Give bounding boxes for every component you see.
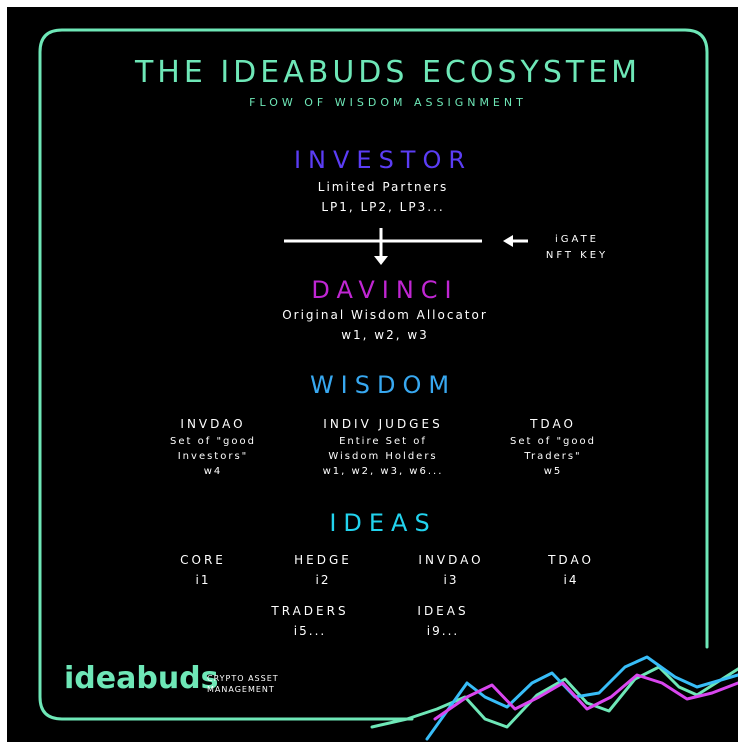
wisdom-column-line: w1, w2, w3, w6... bbox=[322, 466, 444, 477]
investor-line1: Limited Partners bbox=[317, 180, 449, 194]
idea-code: i4 bbox=[563, 573, 579, 587]
wisdom-column-title: INVDAO bbox=[180, 417, 246, 431]
ideas-heading: IDEAS bbox=[329, 509, 437, 537]
idea-code: i5... bbox=[293, 624, 327, 638]
idea-code: i2 bbox=[315, 573, 331, 587]
idea-title: TRADERS bbox=[271, 604, 349, 618]
investor-line2: LP1, LP2, LP3... bbox=[321, 200, 445, 214]
logo-tagline-line2: MANAGEMENT bbox=[207, 685, 275, 694]
wisdom-column-line: Wisdom Holders bbox=[328, 451, 438, 462]
poster-title: THE IDEABUDS ECOSYSTEM bbox=[134, 55, 642, 90]
igate-line2: NFT KEY bbox=[545, 250, 609, 261]
wisdom-column-line: Entire Set of bbox=[339, 436, 427, 447]
idea-code: i1 bbox=[195, 573, 211, 587]
idea-title: INVDAO bbox=[418, 553, 484, 567]
igate-line1: iGATE bbox=[554, 234, 600, 245]
wisdom-column-line: w5 bbox=[543, 466, 563, 477]
davinci-line2: w1, w2, w3 bbox=[341, 328, 429, 342]
wisdom-column-line: Set of "good bbox=[510, 436, 596, 447]
igate-arrow-head bbox=[503, 235, 513, 247]
wisdom-column-line: w4 bbox=[203, 466, 223, 477]
logo-tagline-line1: CRYPTO ASSET bbox=[207, 674, 279, 683]
idea-title: IDEAS bbox=[417, 604, 469, 618]
idea-code: i3 bbox=[443, 573, 459, 587]
idea-title: HEDGE bbox=[294, 553, 352, 567]
poster-subtitle: FLOW OF WISDOM ASSIGNMENT bbox=[249, 96, 527, 109]
wisdom-column-line: Investors" bbox=[177, 451, 249, 462]
frame-border bbox=[38, 28, 709, 721]
wisdom-column-line: Traders" bbox=[524, 451, 582, 462]
davinci-line1: Original Wisdom Allocator bbox=[282, 308, 488, 322]
wisdom-column-title: TDAO bbox=[530, 417, 576, 431]
wave-green bbox=[370, 665, 738, 729]
investor-heading: INVESTOR bbox=[293, 146, 473, 174]
wisdom-heading: WISDOM bbox=[309, 371, 457, 399]
davinci-heading: DAVINCI bbox=[311, 276, 459, 304]
wave-pink bbox=[433, 673, 738, 721]
wisdom-column-title: INDIV JUDGES bbox=[323, 417, 443, 431]
logo-tagline: CRYPTO ASSET MANAGEMENT bbox=[207, 673, 279, 695]
idea-title: TDAO bbox=[548, 553, 594, 567]
ecosystem-poster: THE IDEABUDS ECOSYSTEM FLOW OF WISDOM AS… bbox=[7, 7, 738, 742]
ideabuds-logo: ideabuds bbox=[64, 661, 219, 696]
idea-code: i9... bbox=[426, 624, 460, 638]
flow-down-arrow-head bbox=[374, 256, 388, 265]
idea-title: CORE bbox=[180, 553, 226, 567]
wisdom-column-line: Set of "good bbox=[170, 436, 256, 447]
poster-graphics bbox=[38, 28, 738, 741]
